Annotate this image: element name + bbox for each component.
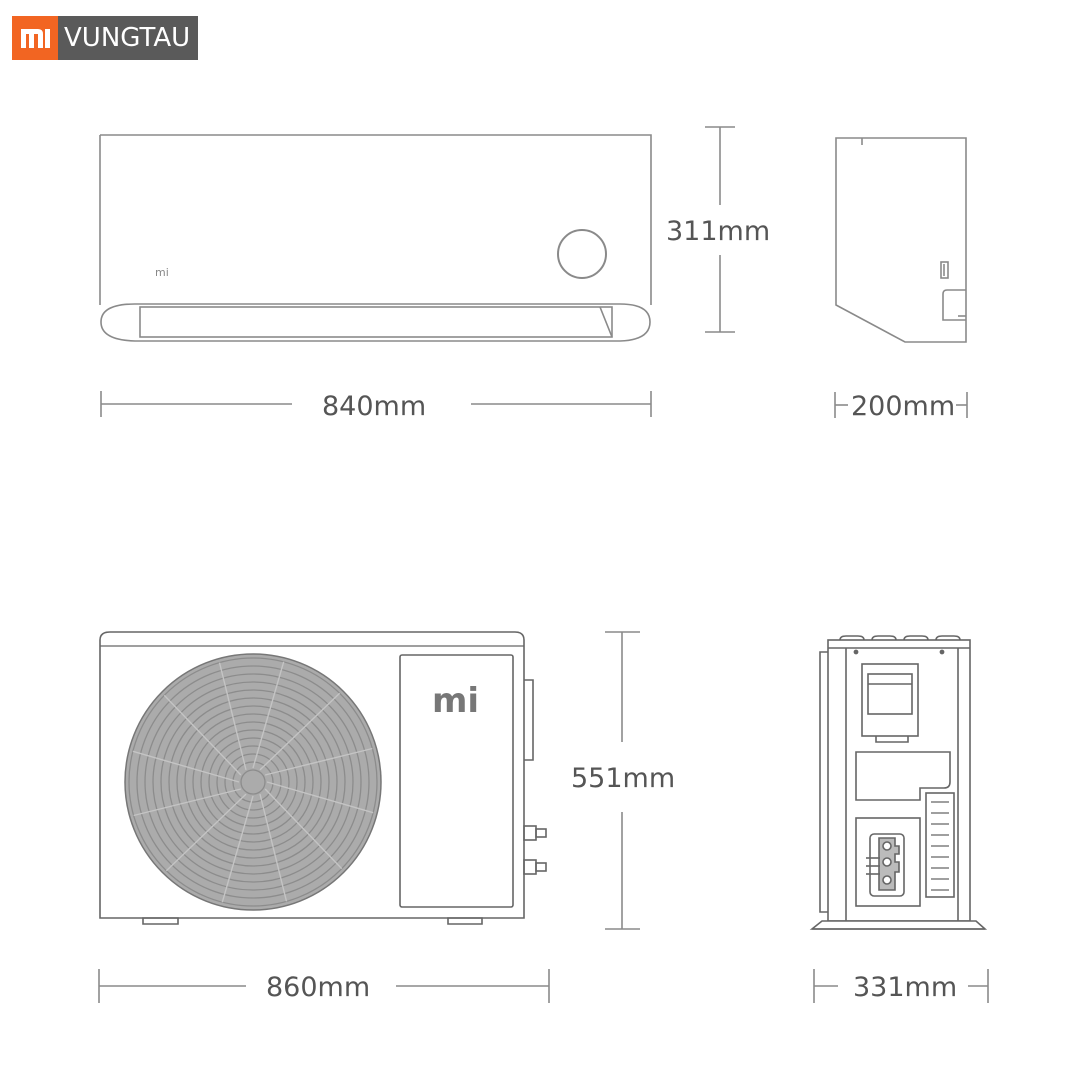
indoor-depth-label: 200mm (851, 391, 955, 422)
fan-grille-ring (200, 729, 306, 835)
outdoor-front-panel (399, 654, 514, 908)
outdoor-width-dimension (98, 969, 550, 1003)
outdoor-unit-side (809, 635, 988, 930)
indoor-unit-logo: mi (155, 266, 169, 279)
fan-grille-ring (232, 761, 274, 803)
outdoor-height-dimension (605, 631, 640, 930)
outdoor-foot-right (447, 917, 483, 925)
outdoor-unit-logo: mi (432, 681, 479, 721)
fan-grille-spoke (165, 793, 247, 872)
fan-grille-ring (224, 753, 282, 811)
indoor-unit-side (835, 137, 967, 343)
outdoor-depth-label: 331mm (853, 972, 957, 1003)
indoor-height-dimension (705, 126, 735, 333)
fan-grille-spoke (252, 661, 285, 769)
fan-grille (124, 653, 382, 911)
indoor-unit-front (99, 134, 652, 342)
indoor-height-label: 311mm (666, 216, 770, 247)
fan-grille-ring (192, 721, 314, 843)
fan-grille-spoke (259, 692, 341, 771)
side-vent (925, 792, 955, 898)
fan-grille-ring (176, 705, 330, 859)
indoor-width-dimension (100, 391, 652, 417)
outdoor-width-label: 860mm (266, 972, 370, 1003)
outdoor-depth-dimension (813, 969, 989, 1003)
fan-grille-ring (136, 665, 370, 899)
mi-logo-icon (12, 16, 58, 60)
outdoor-foot-left (142, 917, 179, 925)
fan-grille-spoke (266, 781, 374, 814)
indoor-air-outlet (139, 306, 613, 338)
outdoor-height-label: 551mm (571, 763, 675, 794)
fan-grille-ring (240, 769, 266, 795)
fan-grille-spoke (259, 793, 288, 902)
indoor-depth-dimension (834, 392, 968, 418)
fan-grille-spoke (133, 788, 242, 817)
service-valves (523, 825, 547, 875)
fan-grille-spoke (218, 662, 247, 771)
fan-grille-ring (216, 745, 290, 819)
brand-logo: VUNGTAU (12, 16, 199, 60)
fan-grille-spoke (163, 694, 242, 776)
fan-grille-ring (168, 697, 338, 867)
indoor-display-ring (557, 229, 607, 279)
fan-grille-spoke (221, 795, 254, 903)
fan-grille-spoke (132, 750, 240, 783)
fan-grille-ring (208, 737, 298, 827)
indoor-bottom-panel (100, 303, 651, 342)
fan-grille-ring (144, 673, 362, 891)
fan-grille-ring (152, 681, 354, 883)
fan-grille-ring (184, 713, 322, 851)
fan-grille-ring (160, 689, 346, 875)
brand-name: VUNGTAU (58, 16, 199, 60)
fan-grille-ring (128, 657, 378, 907)
fan-grille-spoke (264, 747, 373, 776)
fan-grille-spoke (264, 788, 343, 870)
indoor-width-label: 840mm (322, 391, 426, 422)
